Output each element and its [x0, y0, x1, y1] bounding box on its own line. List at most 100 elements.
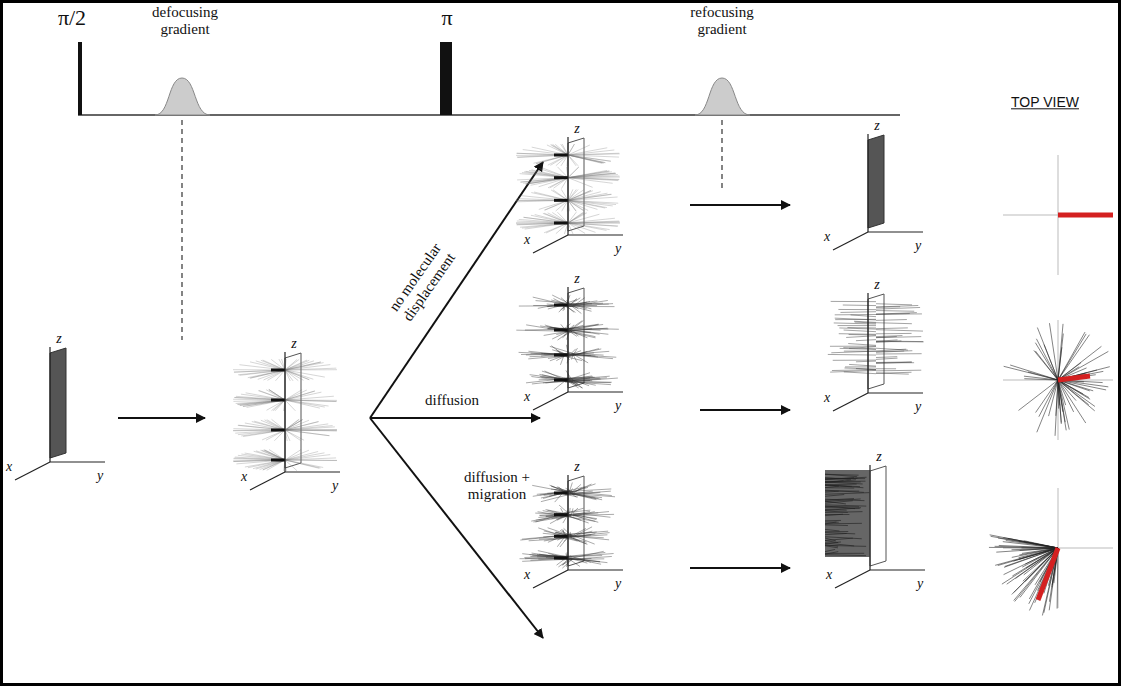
spin-line [825, 520, 841, 521]
spin-line [517, 153, 568, 155]
spin-line [234, 460, 285, 462]
spin-line [569, 538, 587, 544]
spin-bar [554, 329, 568, 332]
axis-line [867, 293, 868, 393]
spin-line [1058, 334, 1086, 380]
spin-line [233, 460, 285, 462]
spin-line [825, 474, 859, 476]
spin-bar [271, 369, 285, 372]
spin-line [876, 351, 912, 353]
spin-line [828, 354, 876, 356]
spin-line [831, 301, 876, 302]
process-arrow [370, 417, 540, 419]
spin-line [568, 144, 574, 155]
spin-line [825, 493, 869, 495]
spin-line [546, 223, 568, 233]
spin-line [568, 172, 612, 178]
spin-line [843, 305, 876, 307]
spin-line [1035, 351, 1058, 380]
spin-bar [554, 304, 568, 307]
axis-line [567, 137, 568, 235]
process-arrow [700, 409, 790, 411]
spin-line [285, 430, 329, 436]
spin-line [517, 223, 568, 225]
spin-line [876, 313, 910, 315]
spin-line [825, 478, 865, 480]
process-arrow [690, 567, 790, 569]
spin-line [543, 491, 570, 498]
spin-line [825, 506, 859, 507]
axis-line [49, 347, 50, 462]
spin-line [825, 521, 839, 522]
spin-line [261, 420, 285, 430]
spin-line [528, 351, 569, 355]
axis-label: z [56, 331, 61, 346]
spin-line [1058, 380, 1095, 411]
spin-line [233, 460, 285, 461]
spin-line [838, 325, 876, 326]
spin-line [245, 460, 285, 467]
spin-line [534, 192, 568, 200]
spin-line [285, 450, 309, 460]
spin-line [825, 554, 866, 556]
spin-line [825, 538, 853, 540]
spin-line [571, 493, 597, 499]
spin-line [233, 369, 285, 370]
spin-line [825, 545, 838, 547]
spin-line [516, 200, 568, 202]
spin-line [835, 314, 876, 315]
spin-line [562, 559, 572, 568]
spin-line [568, 212, 576, 223]
spin-line [516, 200, 568, 201]
spin-line [541, 353, 570, 356]
spin-line [568, 324, 603, 328]
spin-line [234, 458, 285, 460]
spin-line [234, 370, 285, 372]
process-arrow [118, 417, 205, 419]
spin-line [1058, 375, 1096, 380]
spin-line [568, 214, 599, 223]
spin-line [531, 170, 568, 178]
spin-line [517, 155, 568, 158]
spin-line [233, 429, 285, 430]
spin-line [568, 200, 607, 207]
spin-line [830, 370, 876, 372]
spin-line [876, 372, 911, 373]
spin-line [546, 510, 566, 514]
spin-line [285, 453, 324, 460]
spin-line [564, 306, 565, 309]
axis-line [835, 570, 870, 588]
spin-line [279, 359, 285, 370]
spin-line [568, 223, 620, 224]
spin-line [285, 460, 319, 468]
spin-line [238, 370, 285, 375]
spin-line [1058, 380, 1086, 423]
spin-line [876, 304, 912, 305]
pulse-label: π/2 [58, 6, 86, 30]
spin-line [236, 400, 285, 403]
spin-line [876, 348, 908, 350]
spin-line [1010, 365, 1058, 380]
spin-line [544, 223, 568, 233]
spin-line [261, 360, 285, 370]
spin-line [825, 537, 862, 539]
spin-line [548, 155, 568, 165]
spin-line [538, 551, 572, 558]
spin-line [825, 499, 861, 501]
magnetization-plane [50, 348, 66, 458]
dashed-guide [181, 120, 182, 340]
spin-line [825, 485, 863, 488]
view-title: TOP VIEW [1011, 95, 1079, 110]
spin-line [556, 223, 568, 234]
spin-line [876, 319, 907, 321]
spin-line [825, 531, 848, 532]
spin-line [833, 360, 876, 361]
spin-line [839, 328, 876, 329]
spin-line [258, 391, 285, 400]
spin-line [516, 155, 568, 156]
axis-line [533, 570, 568, 588]
net-vector [1058, 213, 1113, 218]
spin-line [876, 307, 920, 309]
spin-line [831, 351, 876, 353]
axis-label: z [874, 118, 879, 133]
